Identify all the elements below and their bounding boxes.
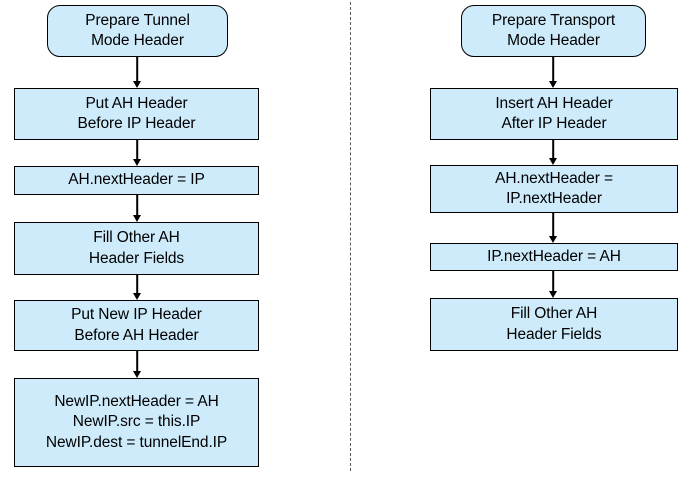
arrow-line [552,271,554,292]
arrow-line [552,213,554,237]
arrow-line [136,195,138,216]
arrowhead-icon [133,371,141,378]
flow-node-transport-fill-other-ah[interactable]: Fill Other AH Header Fields [430,298,678,351]
arrowhead-icon [133,159,141,166]
flow-node-tunnel-ah-nextheader[interactable]: AH.nextHeader = IP [14,166,259,195]
arrow-line [552,140,554,159]
arrow-line [136,57,138,82]
arrow-line [552,57,554,82]
arrowhead-icon [133,81,141,88]
arrowhead-icon [549,291,557,298]
flow-node-tunnel-start[interactable]: Prepare Tunnel Mode Header [47,5,228,57]
flow-node-tunnel-newip-fields[interactable]: NewIP.nextHeader = AH NewIP.src = this.I… [14,378,259,467]
column-divider [350,2,351,471]
arrow-line [136,140,138,160]
arrowhead-icon [549,158,557,165]
flow-node-transport-start[interactable]: Prepare Transport Mode Header [461,5,646,57]
arrowhead-icon [549,236,557,243]
flow-node-transport-ip-nextheader[interactable]: IP.nextHeader = AH [430,243,678,271]
flow-node-transport-ah-nextheader[interactable]: AH.nextHeader = IP.nextHeader [430,165,678,213]
flow-node-tunnel-fill-other-ah[interactable]: Fill Other AH Header Fields [14,222,259,275]
arrow-line [136,275,138,294]
arrowhead-icon [133,293,141,300]
arrow-line [136,351,138,372]
arrowhead-icon [133,215,141,222]
flow-node-transport-insert-ah-header[interactable]: Insert AH Header After IP Header [430,88,678,140]
flow-node-tunnel-put-new-ip-header[interactable]: Put New IP Header Before AH Header [14,300,259,351]
flow-node-tunnel-put-ah-header[interactable]: Put AH Header Before IP Header [14,88,259,140]
arrowhead-icon [549,81,557,88]
